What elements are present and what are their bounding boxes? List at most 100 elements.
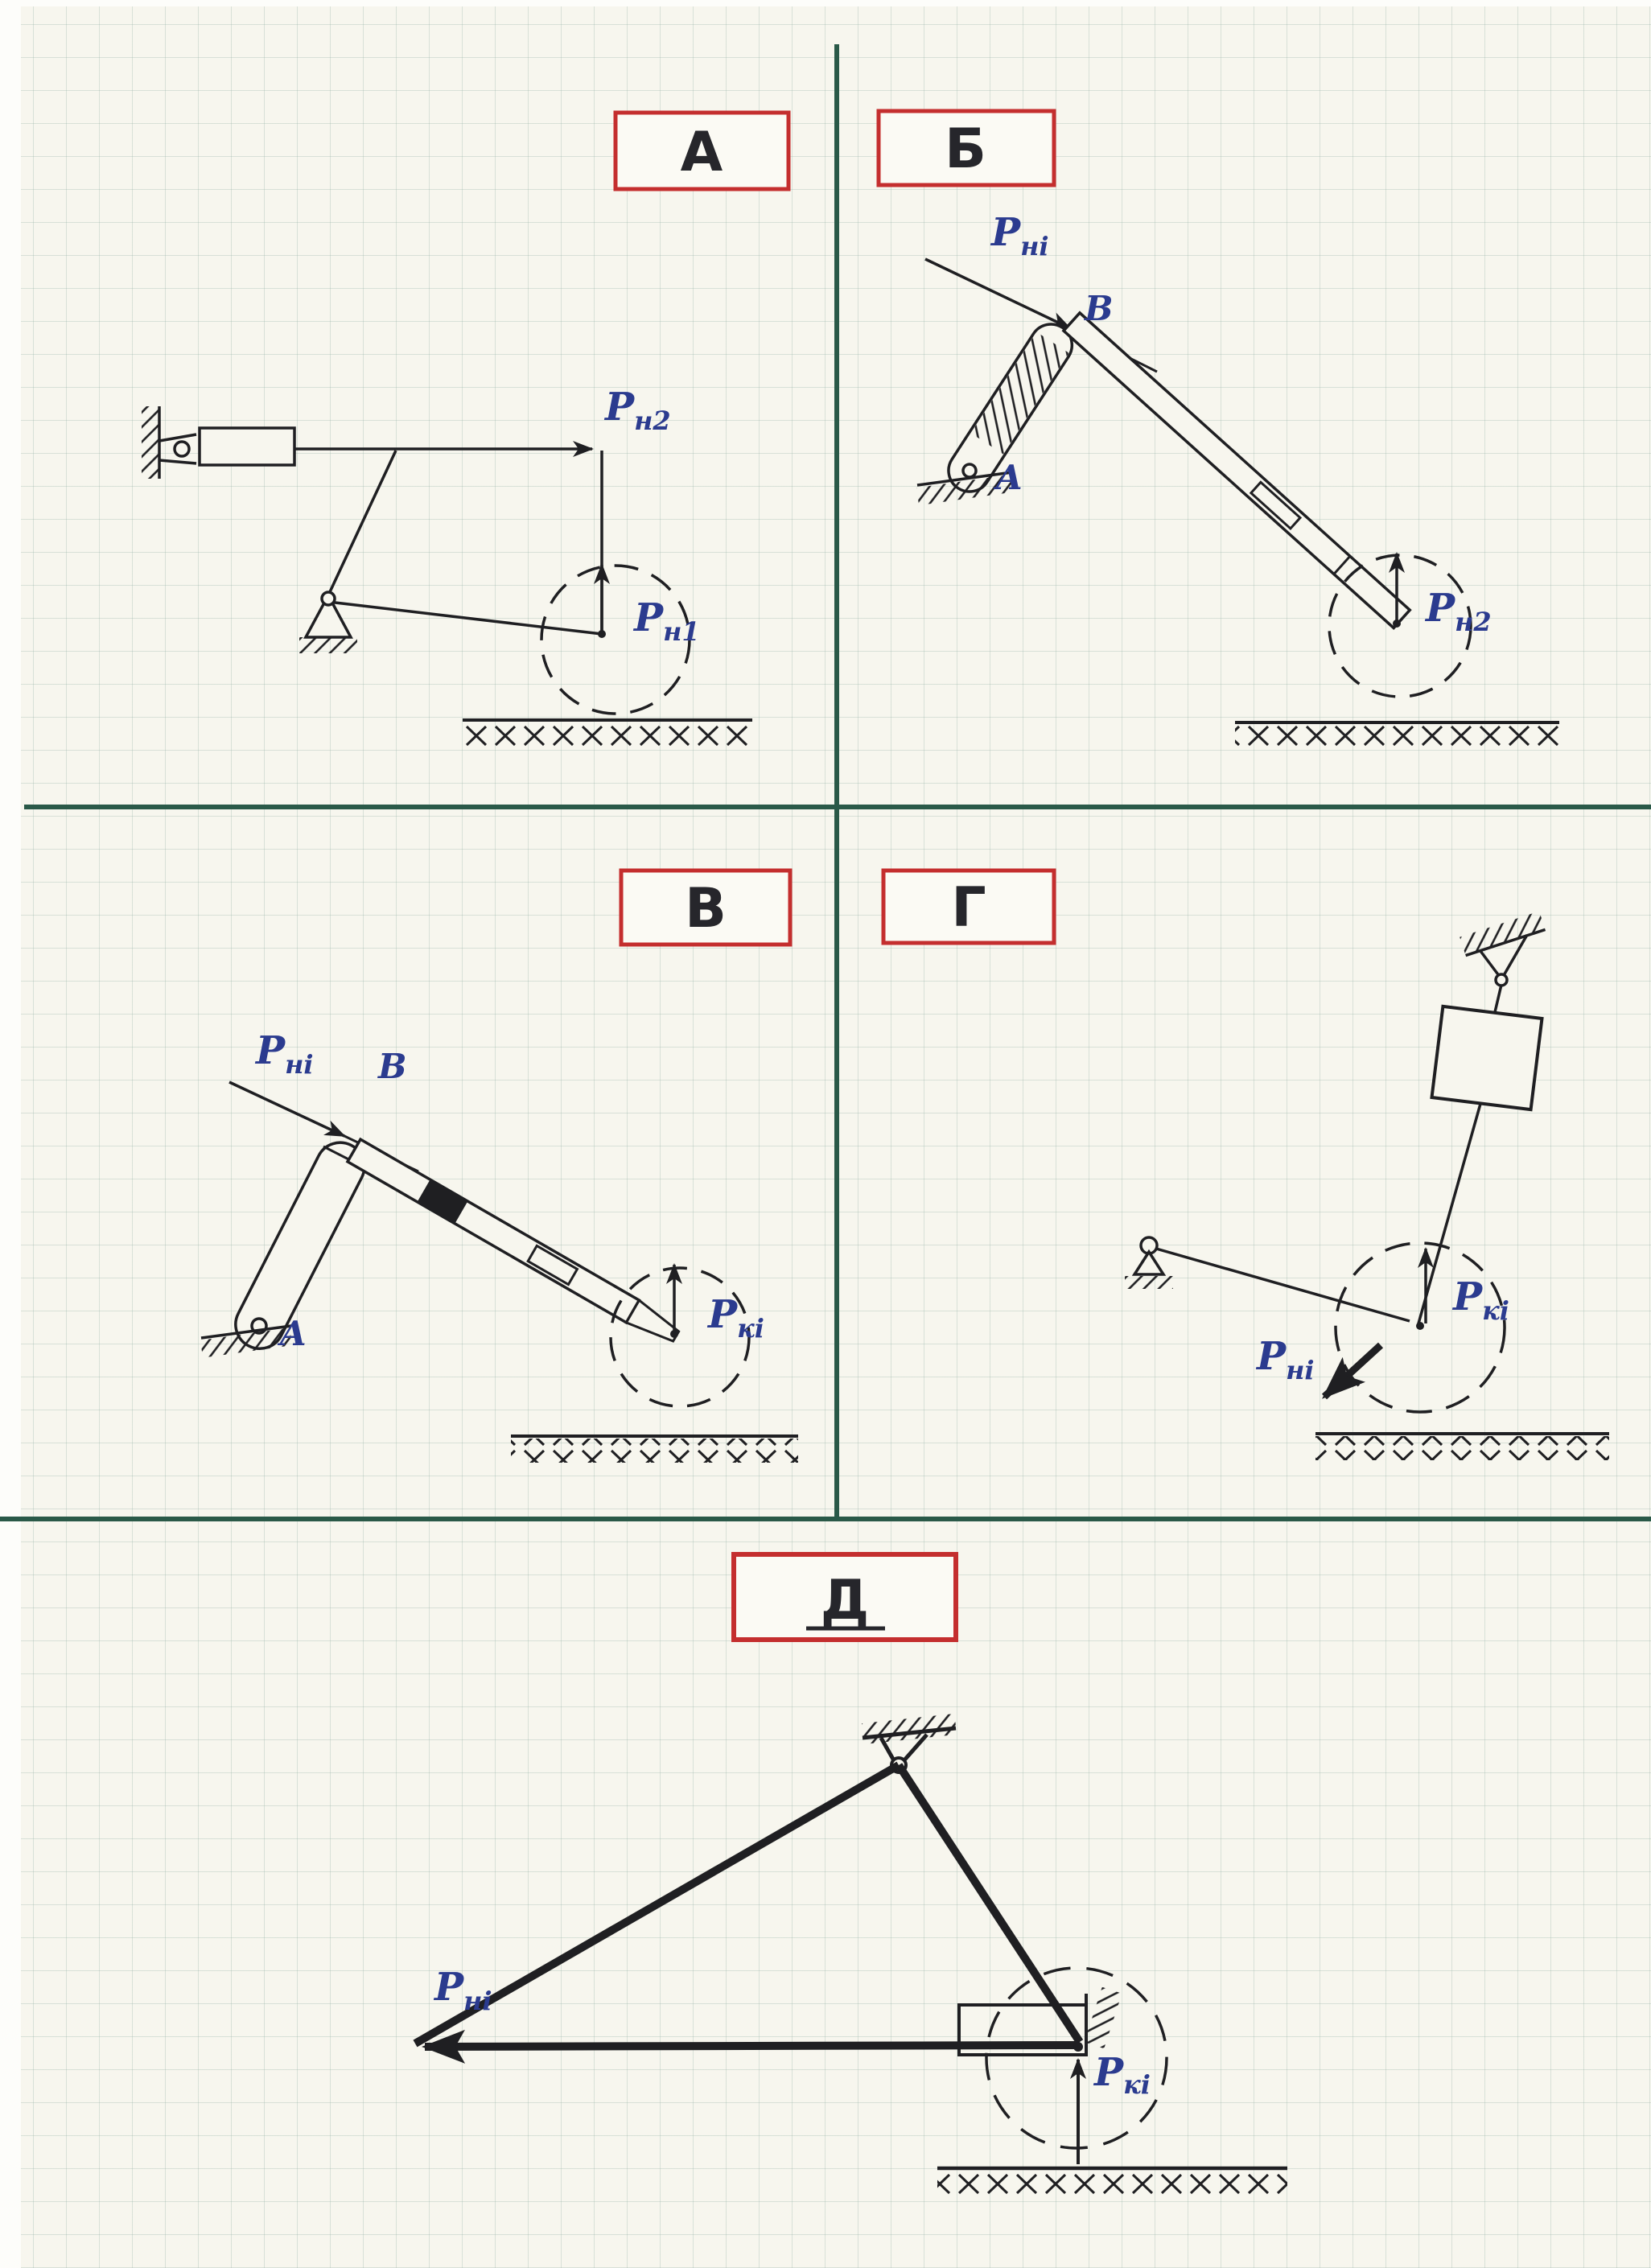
point-label-a: A [993, 458, 1023, 497]
lower-link [327, 600, 603, 636]
anchor-pin [1494, 973, 1509, 987]
link-to-wheel [1155, 1247, 1410, 1323]
panel-a-linkage [294, 441, 603, 636]
panel-d-slider [957, 1986, 1122, 2056]
panel-g-label: Г [951, 876, 986, 940]
force-arrow-pni [1321, 1342, 1384, 1400]
panel-v: В [200, 868, 798, 1463]
wall-hatch [142, 406, 159, 479]
ground-hatch [463, 722, 752, 747]
panel-d-top-anchor [861, 1714, 957, 1774]
scan-margin-left [0, 0, 21, 2268]
panel-g: Г [881, 868, 1609, 1460]
boom-tip [624, 1298, 681, 1343]
panel-b-ground [1235, 721, 1559, 749]
boom-slider-detail [1249, 480, 1303, 531]
anchor-link [1493, 984, 1503, 1013]
point-label-b: B [1084, 289, 1114, 328]
wheel-center-dot [1073, 2042, 1083, 2052]
point-label-a: A [277, 1314, 307, 1353]
support-hatch [200, 1327, 292, 1358]
support-edge [916, 471, 1013, 487]
clevis-upper [159, 433, 197, 442]
force-arrow-pni [924, 257, 1072, 330]
hanging-box [1430, 1004, 1544, 1112]
diagonal-link [327, 450, 397, 596]
panel-d-label: Д [821, 1569, 870, 1632]
panel-v-boom [345, 1137, 681, 1343]
boom-slider-detail [526, 1244, 579, 1286]
boom-segment-line [1332, 555, 1352, 575]
anchor-leg-left [879, 1736, 897, 1764]
force-label-pn2: Рн2 [603, 385, 671, 436]
panel-a-label: А [681, 121, 723, 184]
anchor-hatch [1460, 911, 1546, 956]
support-hatch [1125, 1276, 1173, 1289]
panel-d-ground [937, 2166, 1287, 2196]
pivot-pin [173, 440, 191, 458]
panel-g-wheel [1321, 1241, 1506, 1414]
support-hatch [299, 637, 357, 653]
arm-hatch [970, 331, 1069, 455]
wheel-dashed-circle [540, 564, 691, 715]
boom-body [345, 1137, 641, 1325]
panel-a-cylinder-anchor [142, 406, 296, 479]
force-label-pki: Ркi [1451, 1274, 1509, 1326]
wheel-center-dot [1416, 1322, 1424, 1330]
support-hatch [916, 474, 1013, 506]
force-label-pki: Ркi [1093, 2050, 1151, 2100]
box-to-wheel-link [1417, 1103, 1482, 1324]
panel-a-wheel [540, 563, 691, 715]
force-label-pni: Рнi [1255, 1334, 1315, 1385]
panel-b-support-a [916, 471, 1013, 506]
panel-d-wheel [985, 1966, 1168, 2164]
wheel-dashed-circle [1334, 1241, 1506, 1414]
anchor-leg-right [901, 1733, 928, 1764]
panel-g-top-anchor [1417, 911, 1546, 1324]
wheel-dashed-circle [1328, 554, 1472, 698]
cylinder-body [198, 426, 296, 467]
panel-g-label-box [881, 868, 1056, 945]
force-label-pn2-wheel: Рн2 [1424, 586, 1492, 637]
ground-hatch [511, 1439, 798, 1463]
panel-d-label-box [731, 1552, 958, 1642]
support-pin [320, 591, 336, 607]
truss-member-right [895, 1763, 1084, 2044]
clevis-lower [159, 459, 197, 465]
support-triangle [1131, 1249, 1167, 1276]
force-label-pni: Рнi [433, 1965, 492, 2016]
boom-piston-block [417, 1179, 468, 1224]
scan-margin-top [0, 0, 1651, 6]
force-label-pni: Рнi [254, 1028, 314, 1080]
wheel-dashed-circle [609, 1266, 751, 1408]
panel-a-label-box [613, 110, 791, 191]
arm-pin-a [961, 463, 978, 479]
force-arrow-pni [422, 2029, 1081, 2064]
panel-b-wheel [1328, 552, 1472, 698]
force-arrow-pni [229, 1080, 346, 1138]
support-edge [200, 1324, 292, 1340]
anchor-edge [1465, 928, 1546, 957]
anchor-leg-right [1501, 934, 1529, 978]
panel-a-ground [463, 718, 752, 747]
panel-v-label: В [685, 877, 727, 941]
panel-v-support-a [200, 1324, 292, 1358]
right-anchor-hatch [1084, 1986, 1122, 2049]
anchor-edge [862, 1726, 957, 1740]
panel-b: Б [876, 109, 1559, 749]
point-label-b: B [377, 1047, 407, 1086]
panel-g-left-support [1125, 1236, 1410, 1323]
panel-a-pinned-support [299, 591, 357, 653]
panel-a: А [142, 110, 791, 747]
boom-body [1061, 311, 1412, 630]
panel-b-label-box [876, 109, 1056, 187]
quadrant-dividers [0, 44, 1651, 1521]
panel-d-truss [413, 1761, 1084, 2064]
panel-b-boom [1061, 311, 1412, 630]
anchor-leg-left [1479, 949, 1501, 978]
panel-v-ground [511, 1434, 798, 1463]
ground-hatch [1315, 1436, 1609, 1460]
panel-d: Д [413, 1552, 1287, 2196]
